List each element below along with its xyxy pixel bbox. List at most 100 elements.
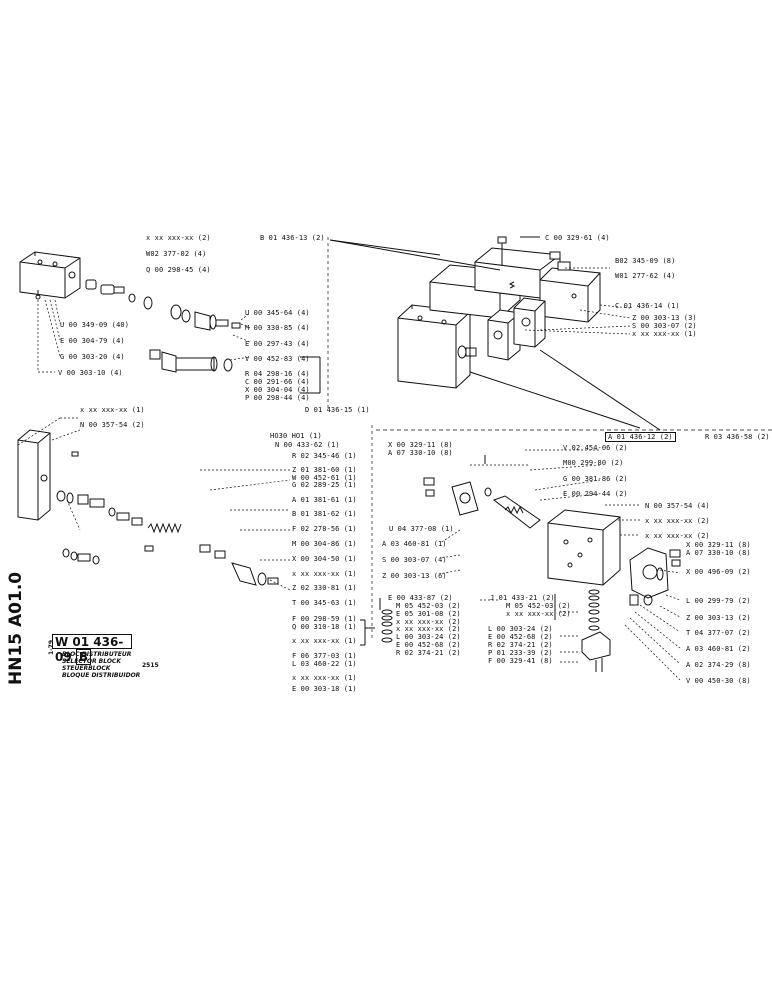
part-label: P 01 233-39 (2)	[488, 649, 553, 657]
part-label: A 01 381-61 (1)	[292, 496, 357, 504]
part-label: E 00 303-18 (1)	[292, 685, 357, 693]
part-label: G 02 289-25 (1)	[292, 481, 357, 489]
part-label: U 04 377-08 (1)	[389, 525, 454, 533]
part-label: F 06 377-03 (1)	[292, 652, 357, 660]
part-label: Z 00 303-13 (2)	[686, 614, 751, 622]
part-label: F 00 298-59 (1)	[292, 615, 357, 623]
part-label: M00 299-80 (2)	[563, 459, 624, 467]
part-label: R 02 374-21 (2)	[396, 649, 461, 657]
part-label: V 00 450-30 (8)	[686, 677, 751, 685]
part-label: x xx xxx-xx (2)	[645, 532, 710, 540]
left-end-block-drawing	[19, 251, 81, 299]
part-label: G 00 381-86 (2)	[563, 475, 628, 483]
part-label: HO30 HO1 (1)	[270, 432, 322, 440]
part-label: x xx xxx-xx (2)	[506, 610, 571, 618]
part-label: V 00 303-10 (4)	[58, 369, 123, 377]
top-row-fittings	[85, 279, 241, 331]
part-label: x xx xxx-xx (1)	[292, 674, 357, 682]
title-model: 2515	[142, 662, 159, 669]
part-label: x xx xxx-xx (2)	[396, 625, 461, 633]
part-label: W02 377-02 (4)	[146, 250, 207, 258]
part-label: Q 00 298-45 (4)	[146, 266, 211, 274]
part-label: x xx xxx-xx (1)	[292, 637, 357, 645]
part-label: S 00 303-07 (4)	[382, 556, 447, 564]
valve-stack-drawing	[397, 236, 601, 389]
part-label: P 00 298-44 (4)	[245, 394, 310, 402]
part-label: x xx xxx-xx (1)	[292, 570, 357, 578]
part-label: D 01 436-15 (1)	[305, 406, 370, 414]
part-label: A 07 330-10 (8)	[388, 449, 453, 457]
part-label: X 00 304-04 (4)	[245, 386, 310, 394]
part-label: A 07 330-10 (8)	[686, 549, 751, 557]
part-label: C 00 329-61 (4)	[545, 234, 610, 242]
part-label: L 00 299-79 (2)	[686, 597, 751, 605]
part-label: A 03 460-81 (2)	[686, 645, 751, 653]
part-label: L 00 303-24 (2)	[488, 625, 553, 633]
part-label: x xx xxx-xx (2)	[396, 618, 461, 626]
part-number: W 01 436-09	[55, 635, 124, 664]
part-label: U 00 345-64 (4)	[245, 309, 310, 317]
part-label: S 00 303-07 (2)	[632, 322, 697, 330]
part-label: L 03 460-22 (1)	[292, 660, 357, 668]
part-label: X 00 329-11 (8)	[388, 441, 453, 449]
bottom-seal-stack	[581, 589, 611, 672]
part-label: F 00 329-41 (8)	[488, 657, 553, 665]
part-label: W 00 452-61 (1)	[292, 474, 357, 482]
part-label: C 01 436-14 (1)	[615, 302, 680, 310]
part-label: N 00 433-62 (1)	[275, 441, 340, 449]
part-label: M 05 452-03 (2)	[396, 602, 461, 610]
part-label: L 00 303-24 (2)	[396, 633, 461, 641]
title-name-de: STEUERBLOCK	[62, 665, 111, 672]
title-name-fr: BLOC DISTRIBUTEUR	[62, 651, 132, 658]
part-label: x xx xxx-xx (1)	[80, 406, 145, 414]
part-label: R 02 345-46 (1)	[292, 452, 357, 460]
part-label: E 05 301-08 (2)	[396, 610, 461, 618]
part-label: Z 00 303-13 (6)	[382, 572, 447, 580]
part-label: Z 01 381-60 (1)	[292, 466, 357, 474]
sheet-code: HN15 A01.0	[6, 571, 26, 685]
part-label: W01 277-62 (4)	[615, 272, 676, 280]
part-label: C 00 291-66 (4)	[245, 378, 310, 386]
part-label: T 00 345-63 (1)	[292, 599, 357, 607]
part-label: Z 00 303-13 (3)	[632, 314, 697, 322]
part-label: X 00 496-09 (2)	[686, 568, 751, 576]
part-label: A 02 374-29 (8)	[686, 661, 751, 669]
part-label: X 00 329-11 (8)	[686, 541, 751, 549]
part-label: E 00 452-68 (2)	[396, 641, 461, 649]
part-label: B 01 381-62 (1)	[292, 510, 357, 518]
part-label: N 00 357-54 (4)	[645, 502, 710, 510]
part-number-box: W 01 436-09 B	[52, 634, 132, 665]
part-label: E 00 294-44 (2)	[563, 490, 628, 498]
part-label: Z 02 330-81 (1)	[292, 584, 357, 592]
part-label: E 00 452-68 (2)	[488, 633, 553, 641]
part-label: x xx xxx-xx (1)	[632, 330, 697, 338]
body-block-drawing	[17, 429, 279, 586]
part-label: x xx xxx-xx (2)	[645, 517, 710, 525]
part-label: J 01 433-21 (2)	[490, 594, 555, 602]
part-label: G 00 303-20 (4)	[60, 353, 125, 361]
part-label: M 00 330-85 (4)	[245, 324, 310, 332]
part-label: V 00 452-83 (4)	[245, 355, 310, 363]
part-label: B02 345-09 (8)	[615, 257, 676, 265]
part-label: N 00 357-54 (2)	[80, 421, 145, 429]
part-label: F 02 278-56 (1)	[292, 525, 357, 533]
part-label: M 00 304-86 (1)	[292, 540, 357, 548]
part-label: Q 00 310-18 (1)	[292, 623, 357, 631]
part-label: E 00 304-79 (4)	[60, 337, 125, 345]
part-label: A 03 460-81 (1)	[382, 540, 447, 548]
selector-block-drawing	[381, 477, 681, 672]
part-label: B 01 436-13 (2)	[260, 234, 325, 242]
part-label-boxed: A 01 436-12 (2)	[605, 432, 676, 442]
part-label: E 00 297-43 (4)	[245, 340, 310, 348]
part-label: E 00 433-87 (2)	[388, 594, 453, 602]
part-label: R 03 436-58 (2)	[705, 433, 770, 441]
part-label: U 00 349-09 (40)	[60, 321, 130, 329]
part-label: M 05 452-03 (2)	[506, 602, 571, 610]
part-label: T 04 377-07 (2)	[686, 629, 751, 637]
title-name-en: SELECTOR BLOCK	[62, 658, 121, 665]
part-label: R 04 298-16 (4)	[245, 370, 310, 378]
spool-drawing	[149, 349, 233, 373]
part-label: X 00 304-50 (1)	[292, 555, 357, 563]
title-date: 1-79	[48, 639, 55, 655]
